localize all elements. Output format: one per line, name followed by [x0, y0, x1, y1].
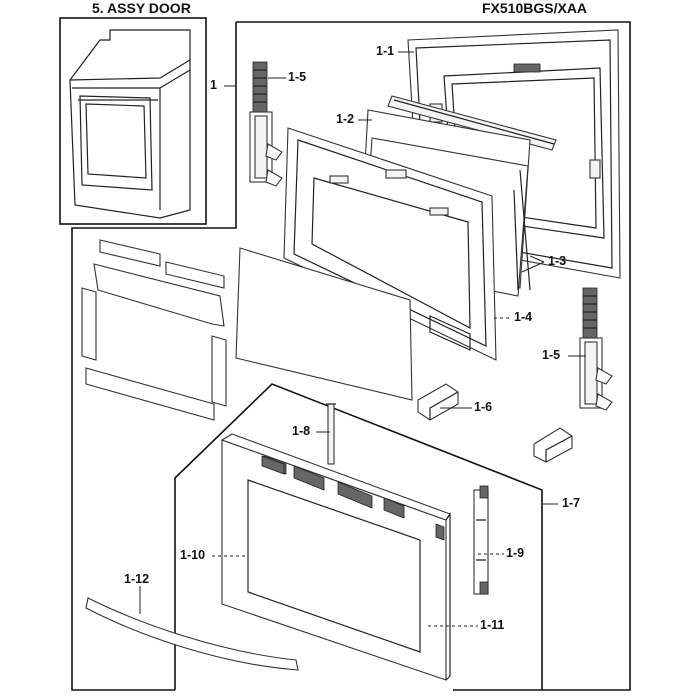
callout-1-5-upper: 1-5: [288, 70, 307, 84]
part-handle-bracket: [326, 403, 336, 465]
part-outer-door-panel: [220, 433, 451, 681]
callout-1-1: 1-1: [376, 44, 395, 58]
model-number: FX510BGS/XAA: [482, 0, 588, 16]
part-outer-door-frame: [174, 383, 543, 690]
part-hinge-clip-1: [417, 383, 459, 421]
part-middle-frame: [283, 127, 497, 361]
callout-1-2: 1-2: [336, 112, 355, 126]
callout-1: 1: [210, 78, 217, 92]
part-hinge-clip-2: [533, 427, 573, 463]
leader-lines: [139, 51, 586, 627]
vent-slots: [261, 455, 445, 541]
callout-1-5-lower: 1-5: [542, 348, 561, 362]
callout-1-10: 1-10: [180, 548, 206, 562]
part-outer-glass: [235, 247, 413, 401]
callout-1-7: 1-7: [562, 496, 581, 510]
callout-1-12: 1-12: [124, 572, 150, 586]
part-hinge-upper: [249, 61, 283, 187]
part-side-trim: [473, 485, 489, 595]
callout-1-3: 1-3: [548, 254, 567, 268]
callout-1-9: 1-9: [506, 546, 525, 560]
part-insulation-blocks: [81, 239, 227, 421]
callout-1-6: 1-6: [474, 400, 493, 414]
callout-1-4: 1-4: [514, 310, 533, 324]
part-hinge-lower: [579, 287, 613, 411]
callout-1-11: 1-11: [480, 618, 505, 632]
callout-1-8: 1-8: [292, 424, 311, 438]
part-door-handle: [85, 597, 299, 671]
range-thumbnail: [59, 17, 207, 225]
assembly-title: 5. ASSY DOOR: [92, 0, 191, 16]
